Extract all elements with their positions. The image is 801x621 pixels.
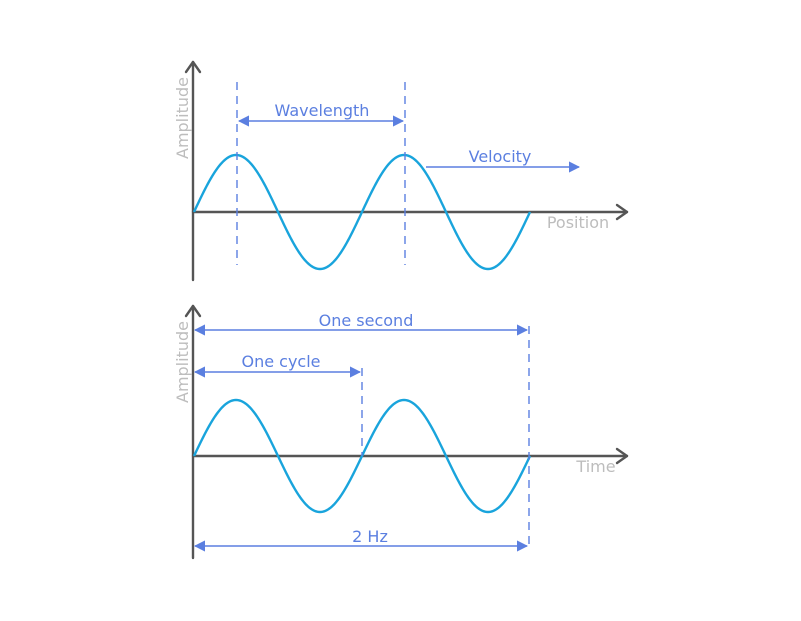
velocity-label: Velocity xyxy=(469,147,532,166)
top-y-axis-label: Amplitude xyxy=(173,77,192,159)
top-panel: Wavelength Velocity Position Amplitude xyxy=(173,60,629,282)
bottom-x-axis-arrowhead xyxy=(615,447,629,465)
frequency-label: 2 Hz xyxy=(352,527,388,546)
wavelength-label: Wavelength xyxy=(275,101,370,120)
top-y-axis-arrowhead xyxy=(184,60,202,74)
bottom-y-axis-label: Amplitude xyxy=(173,321,192,403)
top-x-axis-label: Position xyxy=(547,213,609,232)
top-sine-wave xyxy=(192,153,532,271)
bottom-x-axis-label: Time xyxy=(575,457,615,476)
bottom-y-axis-arrowhead xyxy=(184,304,202,318)
top-x-axis-arrowhead xyxy=(615,203,629,221)
bottom-panel: One second One cycle 2 Hz Time Amplitude xyxy=(173,304,629,560)
one-second-label: One second xyxy=(319,311,414,330)
one-cycle-label: One cycle xyxy=(241,352,320,371)
